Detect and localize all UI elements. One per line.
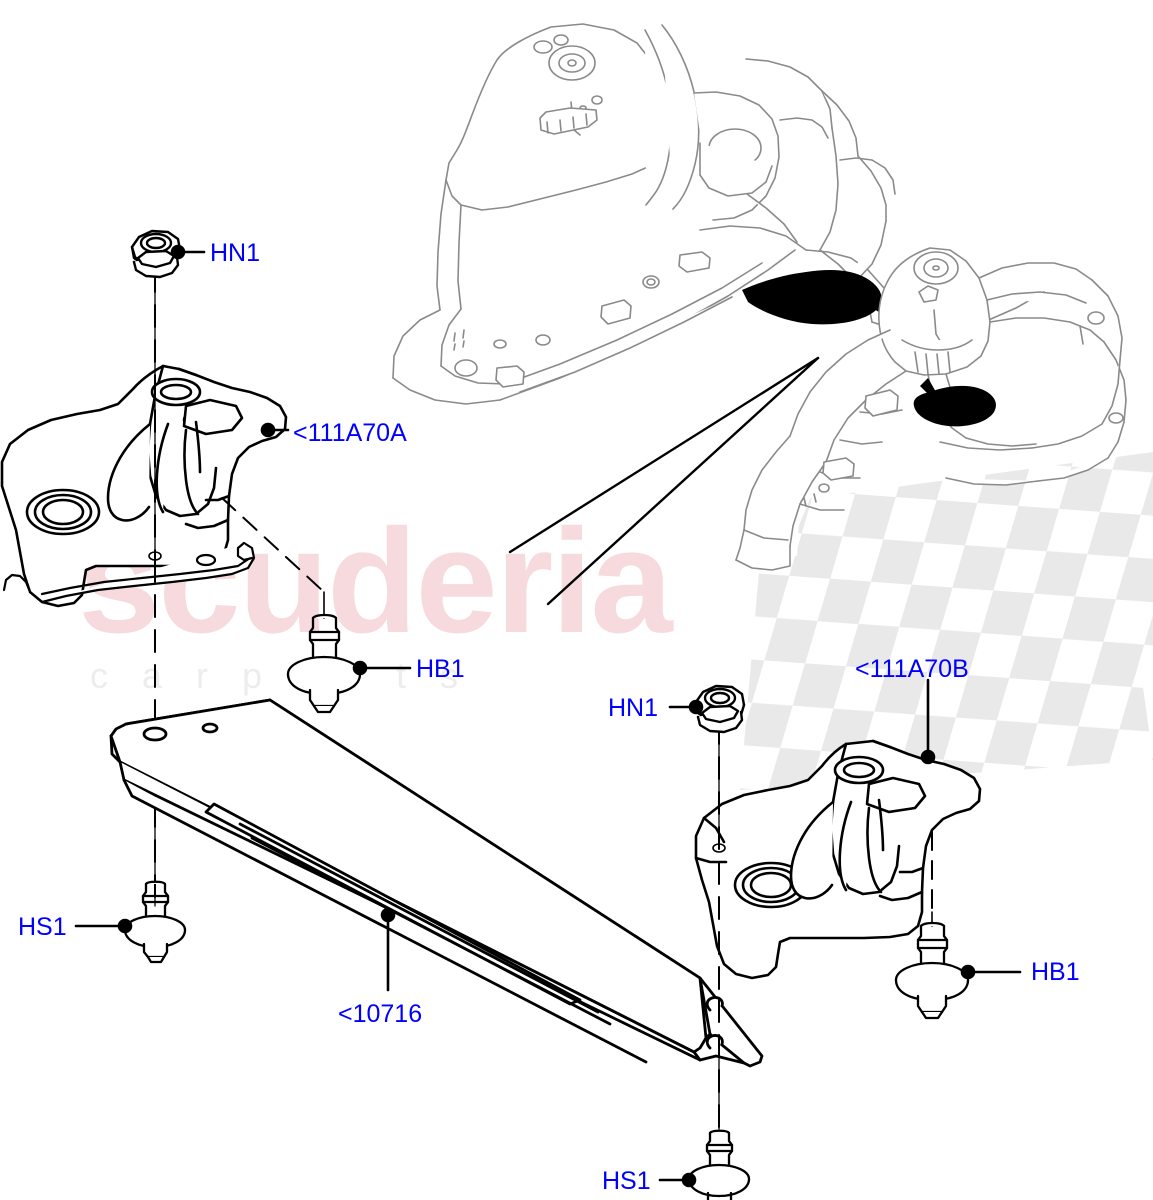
checkered-flag-icon	[740, 452, 1153, 790]
label-hb1-right[interactable]: HB1	[1031, 958, 1080, 986]
crossmember	[109, 698, 764, 1068]
label-crossmember[interactable]: <10716	[338, 1000, 423, 1028]
label-hs1-left[interactable]: HS1	[18, 913, 67, 941]
leader-hb1-right	[960, 964, 1022, 980]
leader-bracket-left	[260, 422, 290, 438]
pointer-arrowhead-right	[913, 378, 997, 427]
label-hb1-left[interactable]: HB1	[416, 655, 465, 683]
label-hs1-bottom[interactable]: HS1	[602, 1167, 651, 1195]
hole-marker-right-bracket	[712, 843, 726, 853]
shoulder-bolt-right	[894, 921, 970, 1020]
leader-hb1-left	[352, 660, 412, 676]
shoulder-bolt-left	[286, 613, 362, 714]
engine-mount-bracket-right	[694, 739, 982, 980]
flange-screw-bottom	[687, 1129, 751, 1200]
leader-hs1-bottom	[658, 1172, 697, 1188]
axis-line-left-hb1	[221, 497, 325, 593]
hex-flange-nut-mid	[694, 684, 746, 734]
label-hn1-mid[interactable]: HN1	[608, 694, 659, 722]
leader-hs1-left	[74, 918, 133, 934]
bracket-left-flange	[2, 541, 256, 604]
hex-flange-nut-top-left	[130, 229, 182, 279]
leader-line-long-upper	[508, 356, 820, 554]
leader-bracket-right	[920, 678, 936, 765]
label-hn1-top-left[interactable]: HN1	[210, 239, 261, 267]
watermark-subtitle: carparts	[90, 655, 492, 697]
ghost-chassis-front-right	[735, 247, 1127, 571]
flange-screw-left	[123, 880, 187, 964]
leader-hn1-mid	[668, 699, 704, 715]
hole-marker-left-bracket	[148, 551, 162, 561]
label-bracket-left[interactable]: <111A70A	[293, 419, 407, 447]
engine-mount-bracket-left	[0, 364, 288, 608]
leader-crossmember	[380, 907, 396, 992]
leader-line-long-lower	[546, 356, 820, 606]
leader-hn1-top-left	[170, 244, 206, 260]
label-bracket-right[interactable]: <111A70B	[855, 655, 969, 683]
